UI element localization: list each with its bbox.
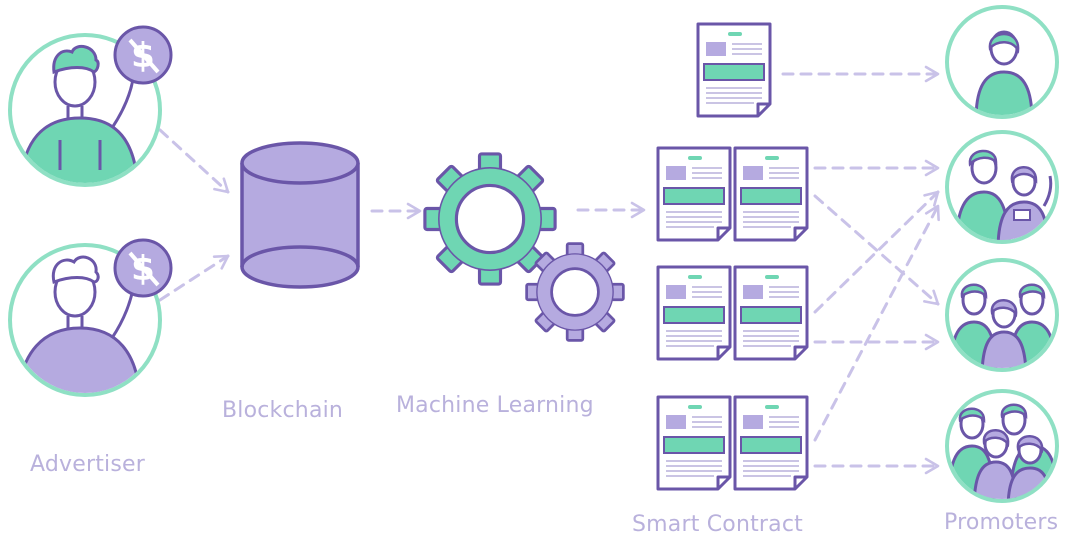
contract-document-icon [733,146,809,242]
contract-document-icon [656,146,732,242]
contract-document-icon [656,265,732,361]
promoter-group-icon [945,130,1059,244]
arrow-contract-row2-to-promoter2 [813,190,940,314]
contract-document-icon [656,395,732,491]
arrow-advertiser1-to-blockchain [158,128,230,194]
database-cylinder-icon [240,141,360,289]
dollar-coin-icon: $ [113,238,173,298]
blockchain-label: Blockchain [222,398,344,423]
gear-icon [525,242,625,342]
promoter-avatar-icon [945,5,1059,119]
machine-learning-label: Machine Learning [396,393,594,418]
arrow-advertiser2-to-blockchain [158,254,230,302]
promoter-group-icon [945,389,1059,503]
contract-document-icon [733,395,809,491]
flow-arrows [158,65,940,475]
contract-document-icon [696,22,772,118]
promoter-group-icon [945,258,1059,372]
arrow-contract-row3-to-promoter2 [813,204,940,442]
contract-document-icon [733,265,809,361]
dollar-coin-icon: $ [113,25,173,85]
smart-contract-label: Smart Contract [632,512,803,537]
advertiser-label: Advertiser [30,452,146,477]
advertiser-avatar-icon [8,33,162,187]
arrow-contract-row1-to-promoter3 [813,194,940,306]
promoters-label: Promoters [944,510,1059,535]
gear-icon [423,152,557,286]
